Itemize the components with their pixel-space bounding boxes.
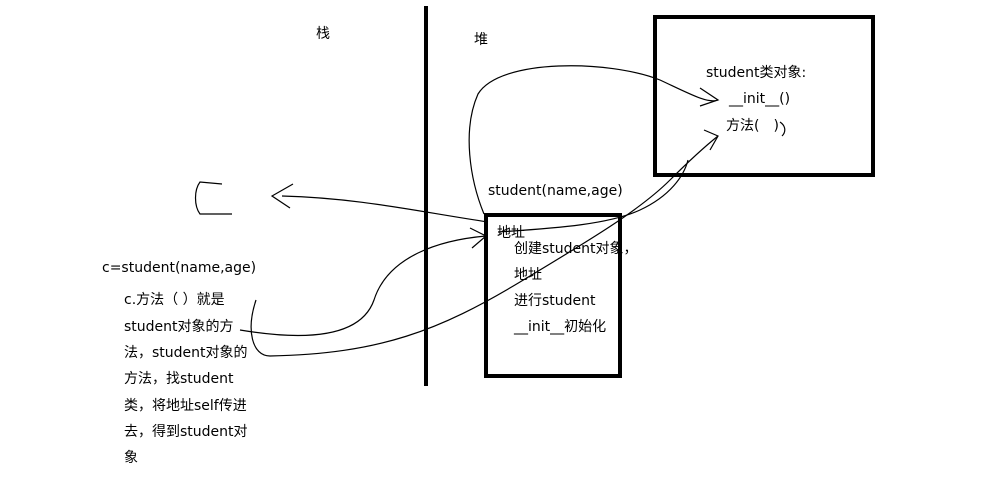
method-paren-tick [779, 121, 786, 137]
address-to-stack-arrow [281, 195, 489, 223]
explanation-loop [250, 299, 271, 357]
explanation-line-5: 类，将地址self传进 [124, 398, 247, 414]
explanation-line-6: 去，得到student对 [124, 424, 248, 440]
instance-address: 地址 [497, 225, 525, 241]
explanation-line-2: student对象的方 [124, 319, 234, 335]
class-object-box [653, 15, 875, 177]
class-box-method: 方法( ) [726, 118, 779, 134]
heap-label: 堆 [474, 32, 488, 48]
explanation-line-7: 象 [124, 450, 138, 466]
instance-line-1: 创建student对象， [514, 241, 638, 257]
instance-line-4: __init__初始化 [514, 319, 607, 335]
arrowhead-method [703, 129, 719, 151]
arrowhead-init [699, 87, 720, 107]
instance-line-2: 地址 [514, 267, 542, 283]
assignment-to-address-curve [239, 235, 487, 337]
stack-bracket [194, 181, 232, 215]
arrowhead-left [270, 183, 294, 209]
stack-label: 栈 [316, 26, 330, 42]
explanation-line-3: 法，student对象的 [124, 345, 248, 361]
explanation-line-1: c.方法（ ）就是 [124, 292, 225, 308]
explanation-line-4: 方法，找student [124, 371, 234, 387]
assignment-text: c=student(name,age) [102, 260, 257, 276]
constructor-label: student(name,age) [488, 183, 623, 199]
instance-line-3: 进行student [514, 293, 596, 309]
instance-to-class-curve [468, 65, 719, 215]
instance-to-class-curve-2 [497, 159, 689, 233]
method-call-curve [269, 135, 719, 357]
class-box-init: __init__() [729, 91, 791, 107]
class-box-title: student类对象: [706, 65, 807, 81]
instance-box [484, 213, 622, 378]
